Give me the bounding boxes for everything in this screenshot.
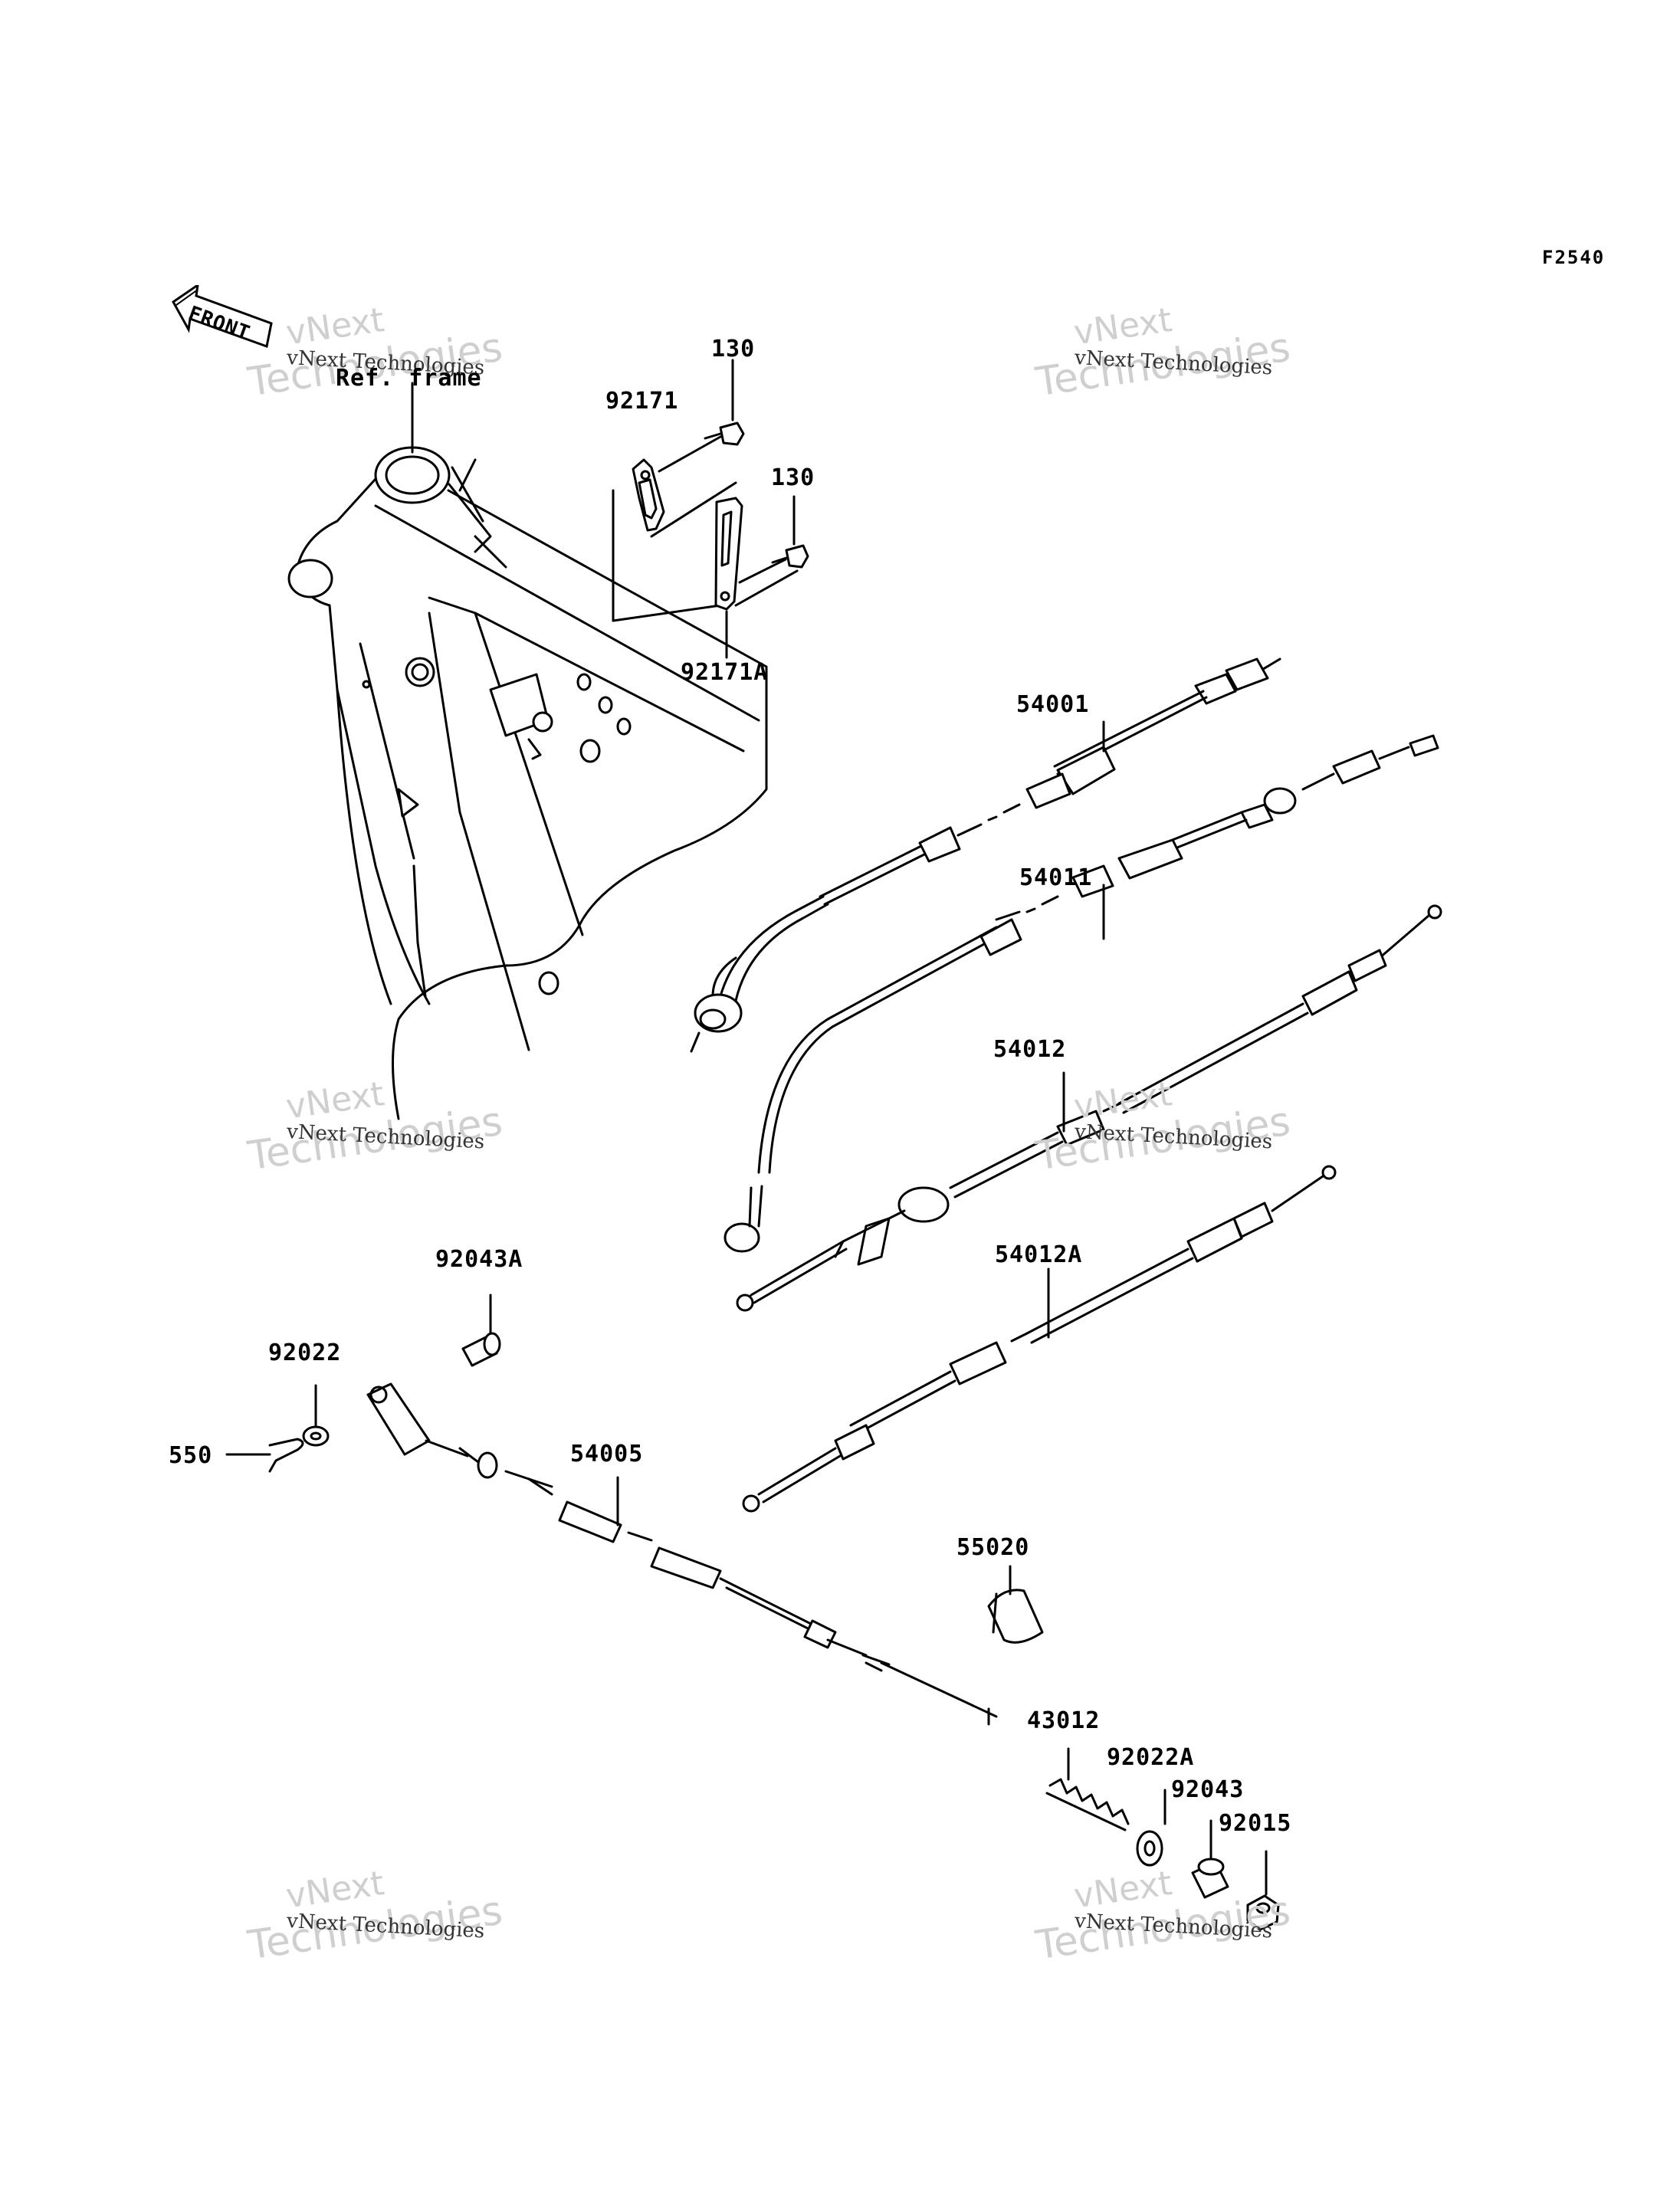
cable-54001-shape [690,657,1281,1053]
ref-frame-label: Ref. frame [336,365,482,392]
callout-92022A: 92022A [1107,1744,1195,1771]
callout-130-b: 130 [771,464,815,491]
cable-54012A-shape [742,1165,1337,1513]
callout-54012: 54012 [993,1036,1067,1063]
callout-92043A: 92043A [435,1246,523,1273]
callout-92043: 92043 [1171,1776,1245,1803]
figure-code: F2540 [1542,247,1606,268]
frame-drawing [287,446,768,1120]
callout-43012: 43012 [1027,1707,1101,1734]
watermark-4: vNext Technologies vNext Technologies [1033,1074,1294,1180]
callout-54012A: 54012A [995,1241,1083,1268]
nut-92015-shape [1246,1894,1280,1931]
callout-92015: 92015 [1219,1810,1292,1837]
watermark-3: vNext Technologies vNext Technologies [245,1074,506,1180]
cable-54012-shape [736,904,1442,1312]
watermark-5: vNext Technologies vNext Technologies [245,1864,506,1969]
callout-54011: 54011 [1019,864,1093,891]
callout-92171A: 92171A [681,659,769,686]
bolt-130-a-shape [658,421,745,473]
bracket-92171A-shape [714,497,743,611]
cable-54005-shape [366,1382,998,1726]
callout-550: 550 [169,1442,213,1469]
callout-92022: 92022 [268,1340,342,1366]
front-arrow-shape [172,285,273,349]
callout-55020: 55020 [956,1534,1030,1561]
front-arrow-icon: FRONT [167,285,274,354]
grommet-55020-shape [987,1589,1044,1644]
spring-43012-shape [1045,1778,1130,1831]
watermark-2: vNext Technologies vNext Technologies [1033,300,1294,406]
callout-54001: 54001 [1016,691,1090,718]
callout-54005: 54005 [570,1441,644,1467]
washer-92022A-shape [1136,1830,1163,1867]
callout-92171: 92171 [605,388,679,415]
pin-92043A-shape [461,1332,501,1367]
watermark-6: vNext Technologies vNext Technologies [1033,1864,1294,1969]
washer-92022-shape [302,1425,330,1447]
bolt-130-b-shape [738,544,809,584]
collar-92043-shape [1191,1858,1229,1899]
cotter-pin-550-shape [268,1438,304,1473]
bracket-92171-shape [632,458,665,532]
callout-130-a: 130 [711,336,756,362]
